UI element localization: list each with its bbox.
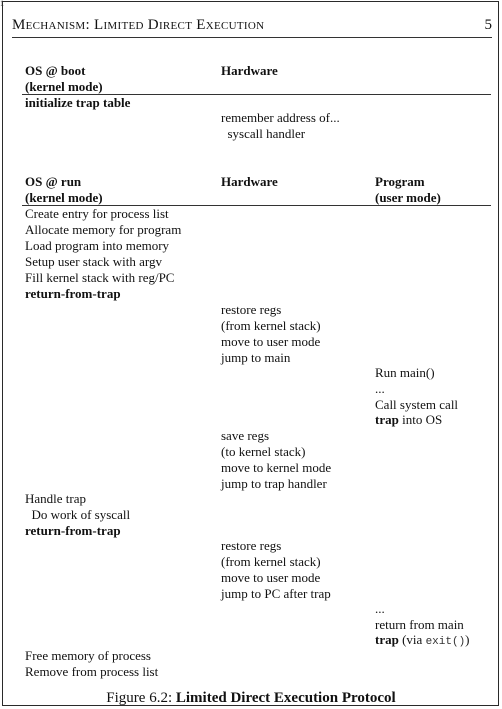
os-step: Do work of syscall [25,507,131,522]
hw-step: restore regs [221,538,282,553]
hw-step: move to user mode [221,334,321,349]
prog-exit-keyword: trap [375,632,399,647]
hw-step: save regs [221,428,270,443]
hw-step: (to kernel stack) [221,444,306,459]
prog-step: ... [375,381,385,396]
prog-step: return from main [375,617,464,632]
prog-step: Call system call [375,397,459,412]
os-step: Create entry for process list [25,206,169,221]
figure-caption: Figure 6.2: Limited Direct Execution Pro… [0,690,502,707]
os-step: Load program into memory [25,238,170,253]
boot-os-row: initialize trap table [25,95,131,110]
boot-os-header: OS @ boot [25,63,86,78]
os-step: Handle trap [25,491,87,506]
run-os-subheader: (kernel mode) [25,190,103,205]
figure-title: Limited Direct Execution Protocol [175,690,396,706]
os-step: Fill kernel stack with reg/PC [25,270,175,285]
prog-exit-pre: (via [398,632,426,647]
hw-step: (from kernel stack) [221,318,321,333]
boot-hw-row: syscall handler [221,126,306,141]
boot-header-rule [22,94,491,95]
run-prog-header: Program [375,174,425,189]
header-rule [12,37,492,38]
page-number: 5 [484,17,493,33]
prog-step: ... [375,601,385,616]
run-hw-header: Hardware [221,174,278,189]
prog-trap-rest: into OS [398,412,443,427]
boot-hw-row: remember address of... [221,110,340,125]
prog-trap-keyword: trap [375,412,399,427]
hw-step: restore regs [221,302,282,317]
corner-mark: 1 [0,0,4,8]
prog-exit-line: trap (via exit()) [375,632,470,650]
os-step: Remove from process list [25,664,159,679]
hw-step: jump to trap handler [221,476,327,491]
prog-step: Run main() [375,365,435,380]
boot-os-subheader: (kernel mode) [25,79,103,94]
run-header-rule [22,205,491,206]
run-os-header: OS @ run [25,174,82,189]
running-head: Mechanism: Limited Direct Execution [12,17,265,33]
os-return-from-trap: return-from-trap [25,286,121,301]
figure-label: Figure 6.2: [106,690,173,706]
os-step: Allocate memory for program [25,222,182,237]
hw-step: (from kernel stack) [221,554,321,569]
hw-step: move to kernel mode [221,460,332,475]
os-return-from-trap: return-from-trap [25,523,121,538]
hw-step: jump to PC after trap [221,586,331,601]
hw-step: move to user mode [221,570,321,585]
hw-step: jump to main [221,350,291,365]
prog-exit-code: exit() [425,636,466,648]
os-step: Free memory of process [25,648,151,663]
prog-exit-post: ) [465,632,470,647]
run-prog-subheader: (user mode) [375,190,441,205]
os-step: Setup user stack with argv [25,254,162,269]
prog-trap-line: trap into OS [375,412,442,428]
boot-hw-header: Hardware [221,63,278,78]
